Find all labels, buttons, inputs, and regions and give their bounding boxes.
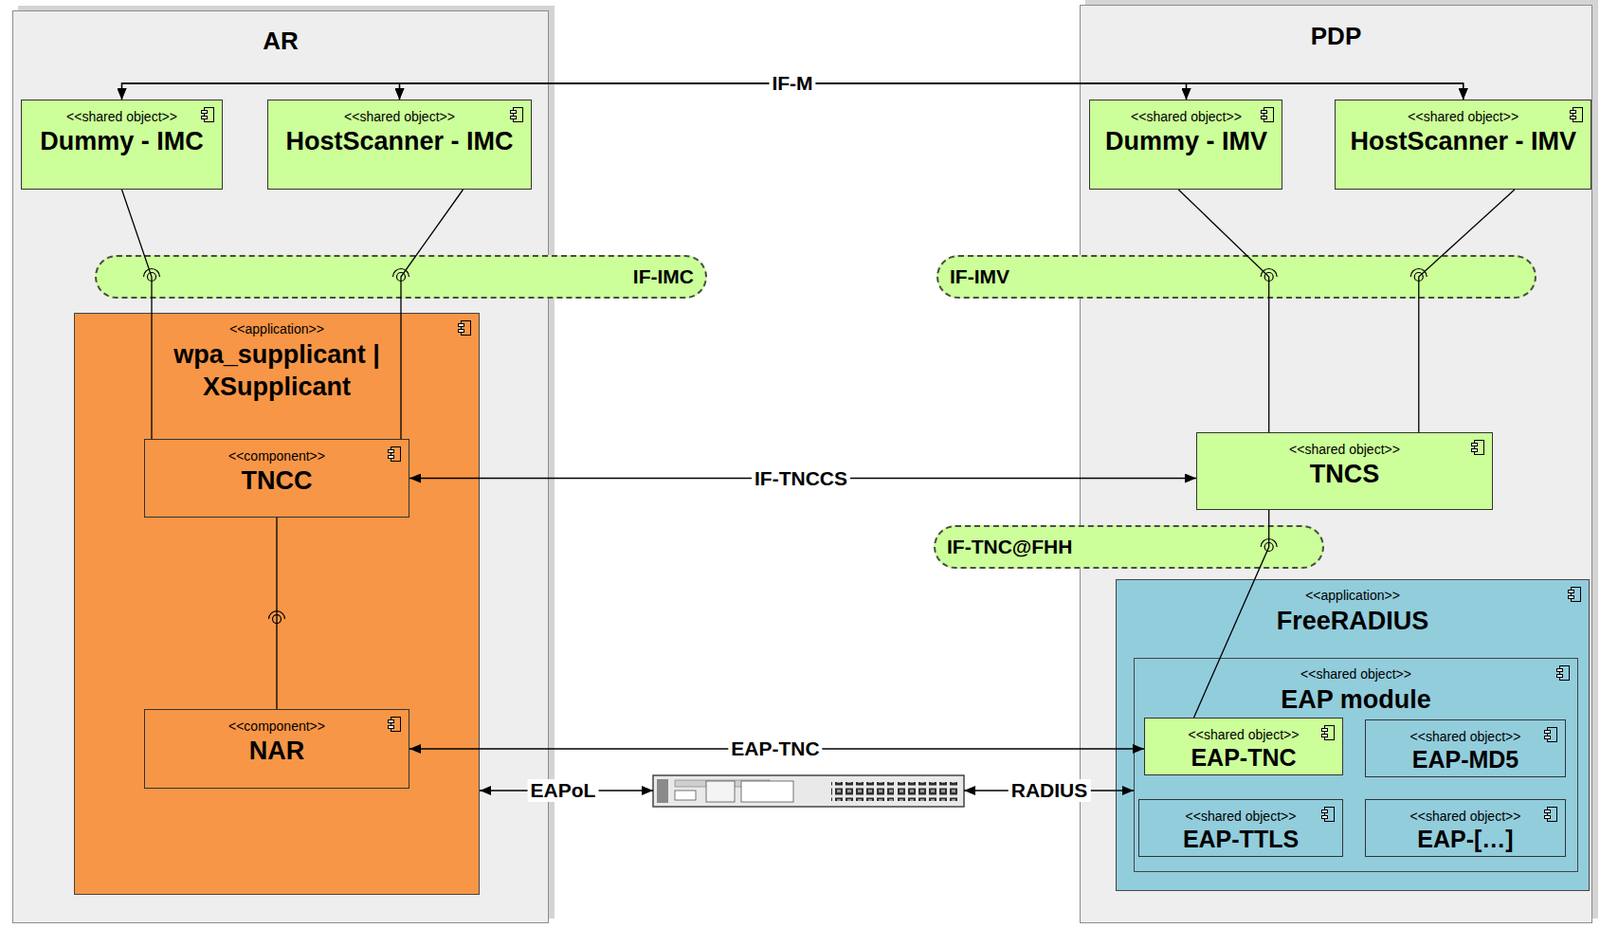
stereotype-label: <<component>> — [228, 448, 326, 464]
stereotype-label: <<component>> — [228, 718, 326, 734]
edge-label: IF-M — [768, 72, 816, 95]
component-icon — [1568, 106, 1584, 124]
node-title: wpa_supplicant | XSupplicant — [158, 338, 396, 403]
node-title: Dummy - IMV — [1105, 126, 1268, 157]
network-switch — [653, 775, 964, 807]
stereotype-label: <<shared object>> — [1407, 109, 1519, 125]
connector — [122, 83, 1187, 100]
stereotype-label: <<shared object>> — [1185, 808, 1297, 824]
component-icon — [1259, 106, 1275, 124]
shared-object-box: <<shared object>>TNCS — [1196, 432, 1493, 510]
connector — [400, 83, 1464, 100]
edge-label-anchor: IF-M — [768, 72, 816, 95]
shared-object-box: <<shared object>>EAP-[…] — [1364, 799, 1566, 857]
system-region: PDP<<shared object>>Dummy - IMV<<shared … — [1079, 4, 1593, 924]
node-title: EAP-[…] — [1417, 825, 1513, 853]
connector — [275, 517, 277, 710]
component-icon — [1320, 724, 1336, 742]
interface-band: IF-TNC@FHH — [933, 525, 1325, 569]
stereotype-label: <<shared object>> — [1130, 109, 1242, 125]
stereotype-label: <<shared object>> — [1410, 808, 1522, 824]
node-title: EAP-TNC — [1190, 744, 1296, 771]
stereotype-label: <<shared object>> — [1289, 441, 1400, 457]
node-title: AR — [13, 26, 548, 55]
link-label: RADIUS — [1008, 779, 1091, 802]
interface-socket — [1260, 269, 1277, 282]
shared-object-box: <<shared object>>Dummy - IMC — [20, 99, 223, 190]
connector — [1418, 189, 1515, 433]
interface-socket — [1260, 539, 1277, 552]
connector — [122, 189, 153, 439]
system-region: AR<<shared object>>Dummy - IMC<<shared o… — [12, 10, 549, 924]
node-title: TNCS — [1309, 458, 1381, 490]
shared-object-box: <<shared object>>HostScanner - IMC — [267, 99, 532, 190]
component-icon — [456, 319, 473, 337]
component-icon — [1320, 805, 1336, 823]
interface-label: IF-IMC — [633, 265, 694, 289]
interface-socket — [144, 269, 161, 282]
node-title: HostScanner - IMV — [1349, 126, 1577, 157]
connector — [1194, 509, 1270, 718]
connector — [400, 189, 464, 439]
node-title: PDP — [1080, 21, 1592, 51]
interface-socket — [393, 269, 410, 282]
shared-object-box: <<shared object>>Dummy - IMV — [1089, 99, 1283, 190]
edge-label-anchor: EAP-TNC — [727, 737, 822, 761]
stereotype-label: <<shared object>> — [344, 109, 455, 125]
shared-object-box: <<shared object>>HostScanner - IMV — [1334, 99, 1592, 190]
stereotype-label: <<application>> — [229, 321, 325, 337]
node-title: TNCC — [241, 465, 313, 496]
shared-object-box: <<shared object>>EAP-MD5 — [1364, 719, 1566, 778]
application-box: <<application>>wpa_supplicant | XSupplic… — [73, 312, 480, 895]
stereotype-label: <<shared object>> — [1188, 727, 1300, 743]
component-icon — [200, 106, 216, 124]
stereotype-label: <<shared object>> — [66, 109, 178, 125]
component-icon — [386, 715, 402, 733]
interface-band: IF-IMV — [936, 254, 1537, 299]
interface-socket — [1410, 269, 1427, 282]
stereotype-label: <<shared object>> — [1300, 666, 1412, 682]
component-icon — [1543, 726, 1559, 744]
shared-object-box: <<shared object>>EAP-TNC — [1144, 717, 1344, 776]
node-title: NAR — [249, 735, 306, 766]
component-icon — [1543, 805, 1559, 823]
stereotype-label: <<application>> — [1305, 587, 1400, 603]
edge-label: EAP-TNC — [727, 737, 822, 761]
link-label-anchor: EAPoL — [527, 779, 600, 802]
node-title: FreeRADIUS — [1276, 604, 1430, 637]
component-box: <<component>>TNCC — [144, 438, 410, 518]
interface-band: IF-IMC — [94, 254, 708, 299]
component-icon — [509, 106, 525, 124]
interface-label: IF-TNC@FHH — [946, 535, 1073, 559]
node-title: EAP-TTLS — [1182, 825, 1299, 853]
interface-label: IF-IMV — [949, 265, 1010, 289]
edge-label: IF-TNCCS — [751, 467, 851, 491]
shared-object-box: <<shared object>>EAP-TTLS — [1138, 799, 1344, 857]
module-box: <<shared object>>EAP module<<shared obje… — [1133, 657, 1579, 873]
component-icon — [1566, 585, 1582, 603]
edge-label-anchor: IF-TNCCS — [751, 467, 851, 491]
node-title: Dummy - IMC — [39, 126, 204, 157]
interface-socket — [269, 611, 286, 624]
stereotype-label: <<shared object>> — [1410, 728, 1522, 745]
link-label-anchor: RADIUS — [1008, 779, 1091, 802]
component-icon — [386, 445, 402, 463]
node-title: EAP module — [1280, 683, 1432, 716]
node-title: EAP-MD5 — [1412, 745, 1520, 773]
component-icon — [1555, 664, 1571, 682]
component-icon — [1470, 438, 1486, 456]
link-label: EAPoL — [527, 779, 600, 802]
node-title: HostScanner - IMC — [285, 126, 513, 157]
component-box: <<component>>NAR — [144, 709, 410, 789]
connector — [1178, 189, 1269, 433]
application-box: <<application>>FreeRADIUS <<shared object… — [1115, 579, 1590, 891]
